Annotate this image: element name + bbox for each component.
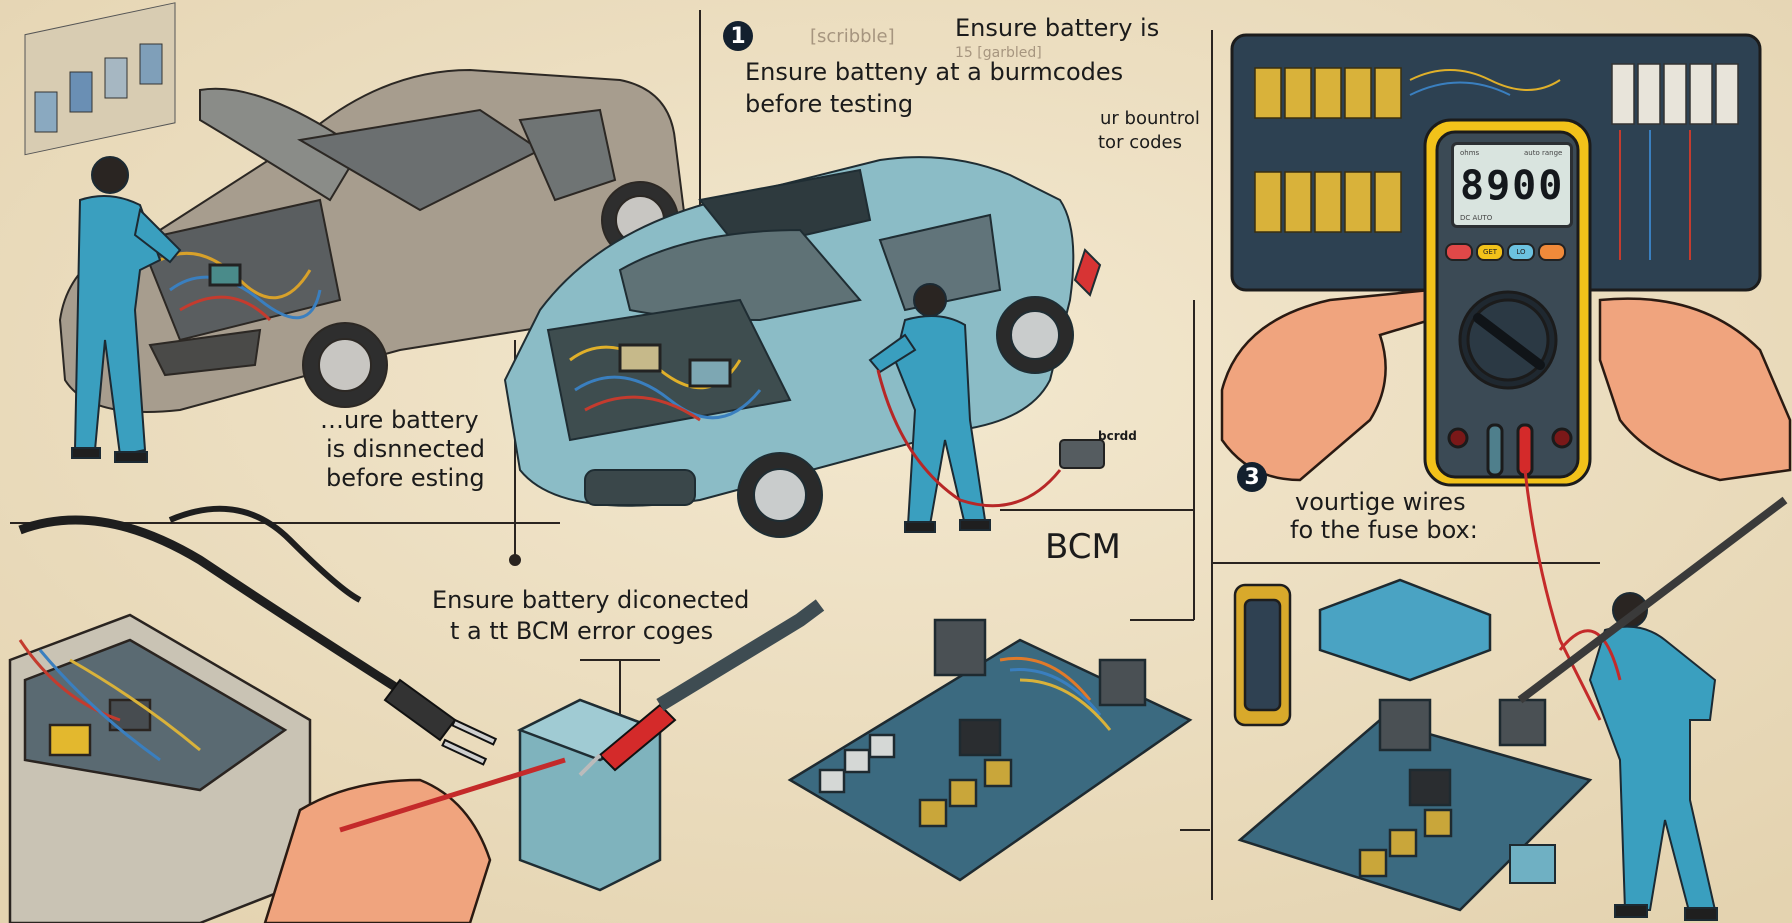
blue-relay [1318, 578, 1492, 682]
power-plug [383, 678, 498, 766]
small-connector [1059, 439, 1105, 469]
multimeter-button-orange [1538, 243, 1566, 261]
faded-scribble: [scribble] [810, 26, 895, 47]
teal-car-engine-wires [569, 343, 762, 422]
step-badge-3: 3 [1237, 462, 1267, 492]
small-relay [1509, 844, 1556, 884]
display-bottom: DC AUTO [1460, 214, 1493, 222]
label-center-bcm-error-coges: t a tt BCM error coges [450, 617, 714, 645]
display-top-left: ohms [1460, 149, 1480, 157]
multimeter-button-lo: LO [1507, 243, 1535, 261]
multimeter-display: ohms auto range 8900 DC AUTO [1451, 142, 1573, 228]
step-badge-1: 1 [723, 21, 753, 51]
hand-probe-left [263, 757, 566, 923]
wall-posters [24, 2, 176, 156]
label-bountrol: ur bountrol [1100, 108, 1200, 129]
plug-cable [18, 515, 403, 694]
label-vourtige-wires: vourtige wires [1295, 488, 1466, 516]
red-probe-lead [1523, 469, 1602, 721]
label-left-disnnected: is disnnected [326, 435, 485, 463]
test-lead-wire [876, 369, 1062, 508]
wire-box-wires [18, 639, 201, 762]
multimeter-button-red [1445, 243, 1473, 261]
display-top-right: auto range [1524, 149, 1563, 157]
label-ensure-battery-is: Ensure battery is [955, 14, 1160, 42]
label-connector: bcrdd [1098, 429, 1137, 443]
right-lead [1558, 629, 1622, 681]
label-fuse-box: fo the fuse box: [1290, 516, 1478, 544]
yellow-handheld-device [1233, 583, 1292, 727]
label-bcm: BCM [1045, 527, 1121, 567]
grey-car-engine-wires [159, 251, 322, 322]
label-tor-codes: tor codes [1098, 132, 1182, 153]
bcm-circuit-board-1-wires [999, 656, 1112, 731]
hands-multimeter [1220, 288, 1792, 482]
mechanic-left [71, 156, 182, 463]
label-garbled-sub: 15 [garbled] [955, 45, 1042, 61]
label-left-before-esting: before esting [326, 464, 485, 492]
bcm-circuit-board-2 [1237, 698, 1593, 912]
label-ensure-batteny: Ensure batteny at a burmcodes [745, 58, 1124, 86]
diagonal-cable [1517, 496, 1788, 704]
plug-cable-2 [168, 505, 362, 603]
multimeter-button-get: GET [1476, 243, 1504, 261]
mechanic-center [868, 283, 991, 533]
display-value: 8900 [1460, 163, 1565, 209]
red-probe-center [578, 599, 825, 777]
label-left-battery: …ure battery [320, 406, 479, 434]
label-center-battery-diconected: Ensure battery diconected [432, 586, 750, 614]
label-before-testing: before testing [745, 90, 914, 118]
